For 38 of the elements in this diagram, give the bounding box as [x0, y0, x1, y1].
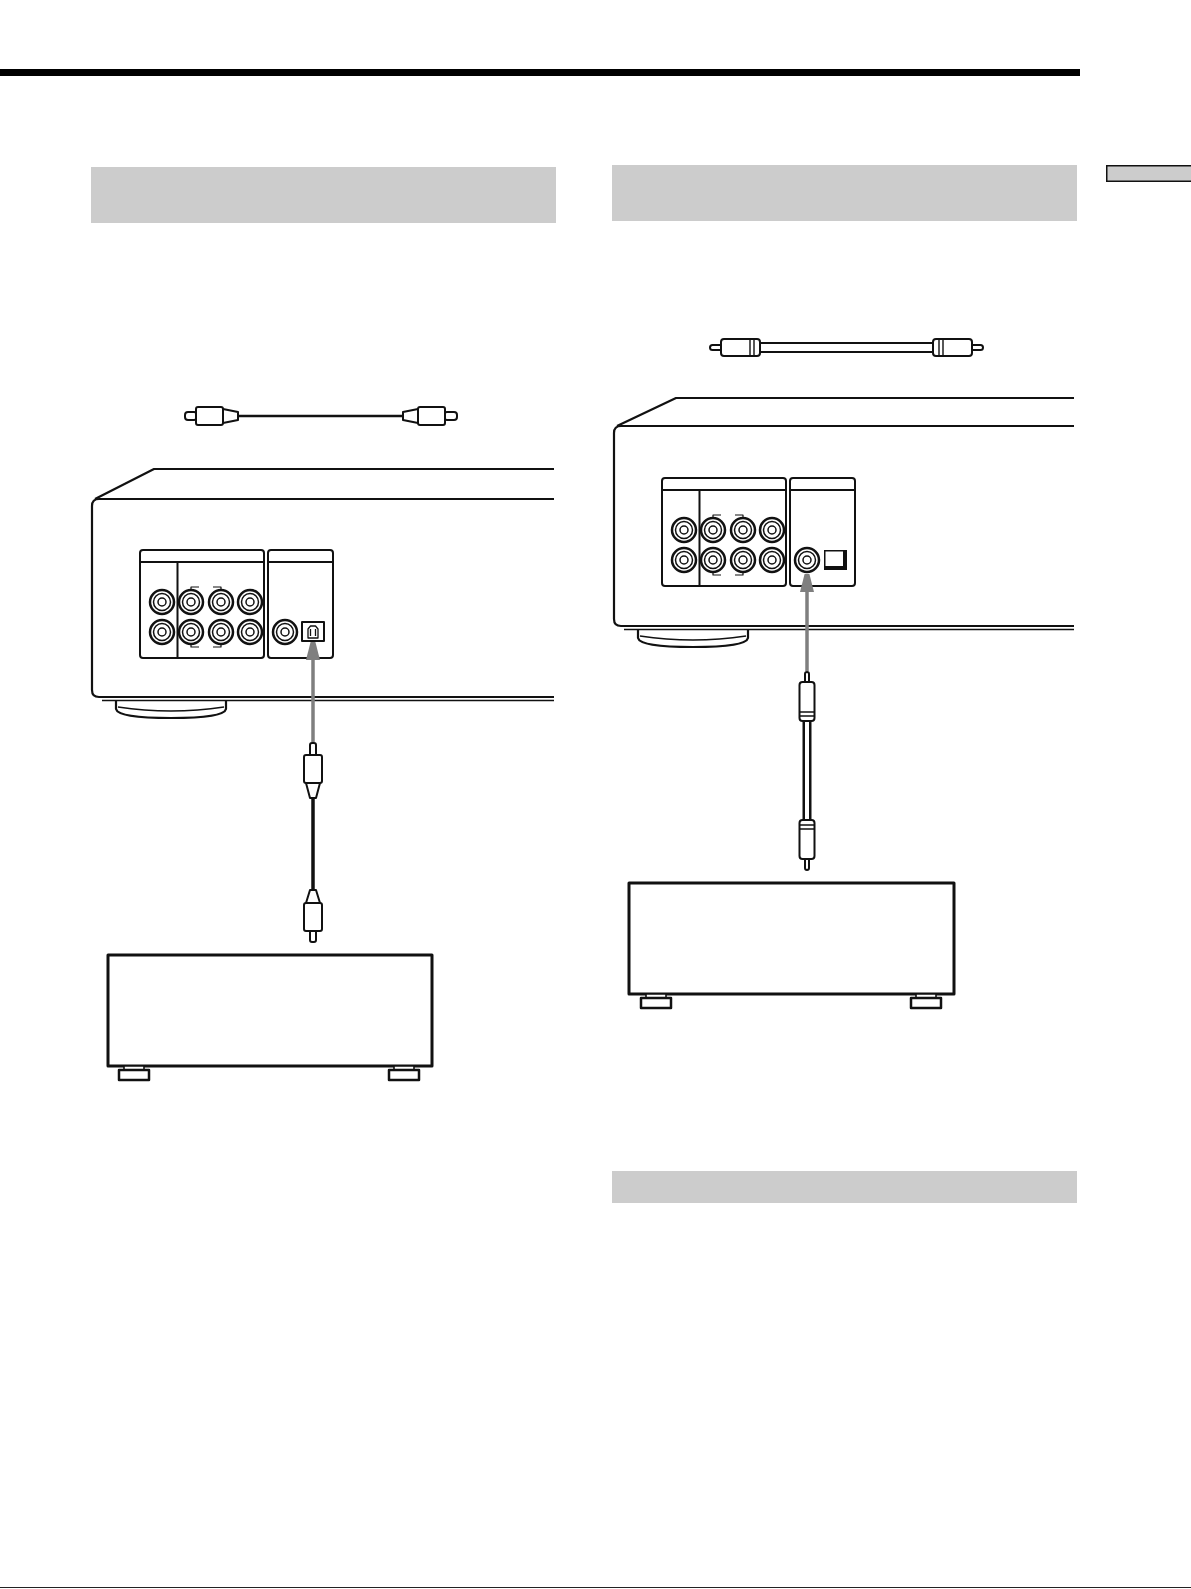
jack-panel — [267, 549, 334, 659]
heading-band — [91, 167, 556, 223]
device-rear-drawing — [90, 466, 554, 722]
rca-jack — [670, 516, 698, 544]
device-rear-drawing — [612, 395, 1074, 650]
rca-jack — [148, 588, 176, 616]
heading-band — [612, 1171, 1077, 1203]
rca-jack — [758, 546, 786, 574]
optical-jack — [301, 621, 325, 642]
rca-jack — [236, 588, 264, 616]
rca-jack — [148, 618, 176, 646]
rca-jack — [729, 516, 757, 544]
component-box — [106, 953, 434, 1082]
rca-jack — [758, 516, 786, 544]
rca-plug — [798, 819, 816, 871]
jack-panel — [139, 549, 265, 659]
optical-jack — [824, 550, 847, 570]
rca-jack — [699, 516, 727, 544]
rca-jack — [236, 618, 264, 646]
jack-panel — [661, 477, 787, 587]
rca-jack — [699, 546, 727, 574]
side-tab — [1106, 165, 1191, 182]
optical-plug — [303, 889, 323, 943]
rca-jack — [207, 618, 235, 646]
rca-plug — [798, 671, 816, 722]
coaxial-jack — [271, 618, 299, 646]
rca-jack — [177, 618, 205, 646]
cable — [311, 799, 315, 889]
cable — [802, 722, 812, 819]
coaxial-jack — [793, 546, 821, 574]
rca-jack — [177, 588, 205, 616]
heading-band — [612, 165, 1077, 221]
rca-jack — [670, 546, 698, 574]
jack-panel — [789, 477, 856, 587]
rca-jack — [207, 588, 235, 616]
rca-jack — [729, 546, 757, 574]
component-box — [627, 881, 956, 1011]
optical-plug — [303, 742, 323, 799]
